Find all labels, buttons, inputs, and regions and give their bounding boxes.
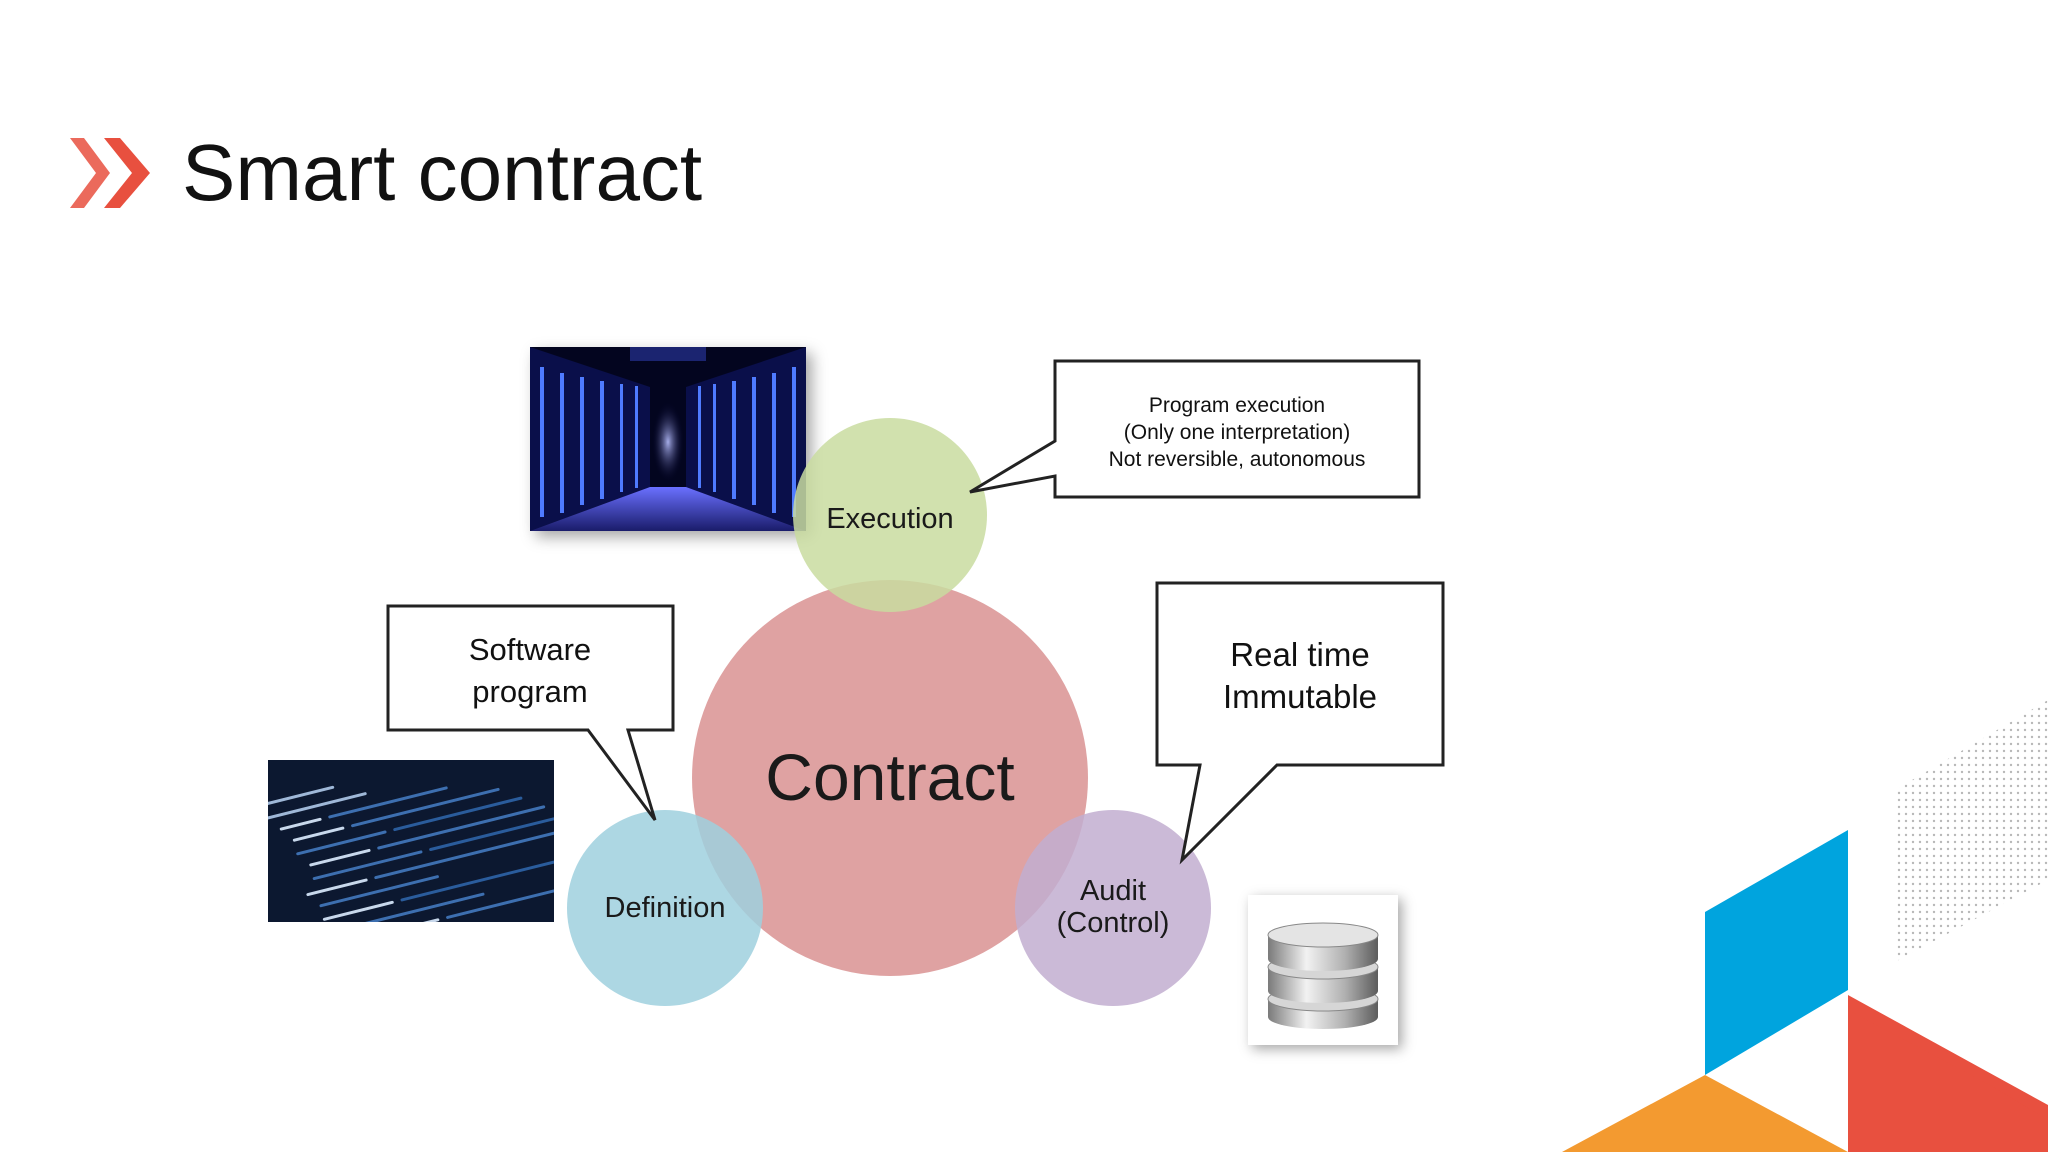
chevron-icon bbox=[70, 138, 150, 208]
execution-circle bbox=[793, 418, 987, 612]
definition-circle bbox=[567, 810, 763, 1006]
contract-label: Contract bbox=[765, 740, 1014, 814]
definition-label: Definition bbox=[605, 892, 726, 924]
audit-label-line1: Audit bbox=[1080, 875, 1146, 907]
definition-callout-line1: Software bbox=[469, 632, 591, 667]
definition-callout bbox=[386, 604, 675, 821]
contract-circle bbox=[692, 580, 1088, 976]
execution-callout-line2: (Only one interpretation) bbox=[1124, 421, 1350, 444]
database-icon bbox=[1248, 895, 1398, 1045]
definition-callout-line2: program bbox=[472, 674, 587, 709]
page-title: Smart contract bbox=[182, 128, 703, 217]
execution-callout-line3: Not reversible, autonomous bbox=[1109, 448, 1366, 471]
server-room-photo bbox=[530, 347, 806, 531]
red-shape-lower bbox=[1848, 1010, 2048, 1152]
title-row: Smart contract bbox=[70, 118, 702, 228]
execution-callout bbox=[969, 359, 1421, 499]
execution-label: Execution bbox=[826, 503, 953, 535]
blue-shape bbox=[1705, 830, 1848, 1075]
audit-callout bbox=[1155, 581, 1445, 865]
audit-callout-line1: Real time bbox=[1230, 636, 1369, 673]
execution-callout-line1: Program execution bbox=[1149, 394, 1325, 417]
audit-label-line2: (Control) bbox=[1057, 907, 1170, 939]
source-code-photo bbox=[268, 760, 554, 922]
audit-callout-line2: Immutable bbox=[1223, 678, 1377, 715]
orange-shape bbox=[1562, 1075, 1848, 1152]
audit-circle bbox=[1015, 810, 1211, 1006]
